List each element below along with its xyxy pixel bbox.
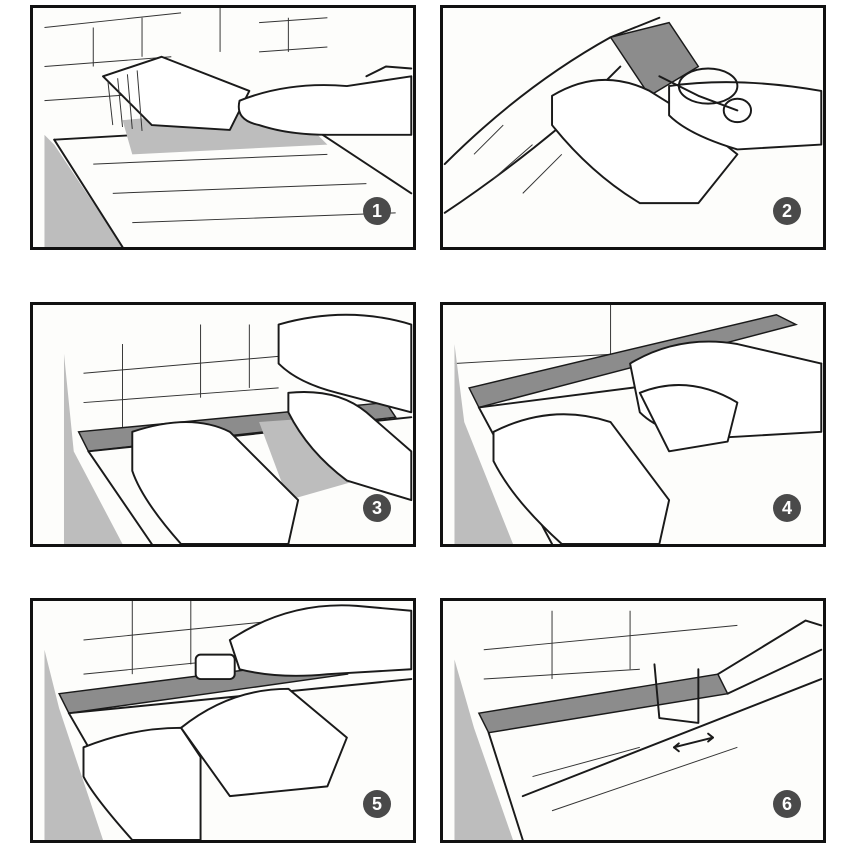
step-number-badge: 5 — [363, 790, 391, 818]
step-4-panel: 4 — [440, 302, 826, 547]
step-3-panel: 3 — [30, 302, 416, 547]
step-number-badge: 2 — [773, 197, 801, 225]
step-number-badge: 1 — [363, 197, 391, 225]
roller-pressing-tape-illustration — [44, 601, 413, 840]
step-5-panel: 5 — [30, 598, 416, 843]
step-2-panel: 2 — [440, 5, 826, 250]
hands-smoothing-tape-illustration — [454, 305, 823, 544]
scissors-cutting-tape-illustration — [443, 16, 823, 214]
step-number-badge: 6 — [773, 790, 801, 818]
step-6-panel: 6 — [440, 598, 826, 843]
brush-applying-adhesive-illustration — [44, 8, 413, 247]
finished-tape-overlap-illustration — [454, 610, 823, 840]
step-number-badge: 4 — [773, 494, 801, 522]
hands-pressing-tape-illustration — [63, 313, 413, 544]
step-1-panel: 1 — [30, 5, 416, 250]
step-number-badge: 3 — [363, 494, 391, 522]
